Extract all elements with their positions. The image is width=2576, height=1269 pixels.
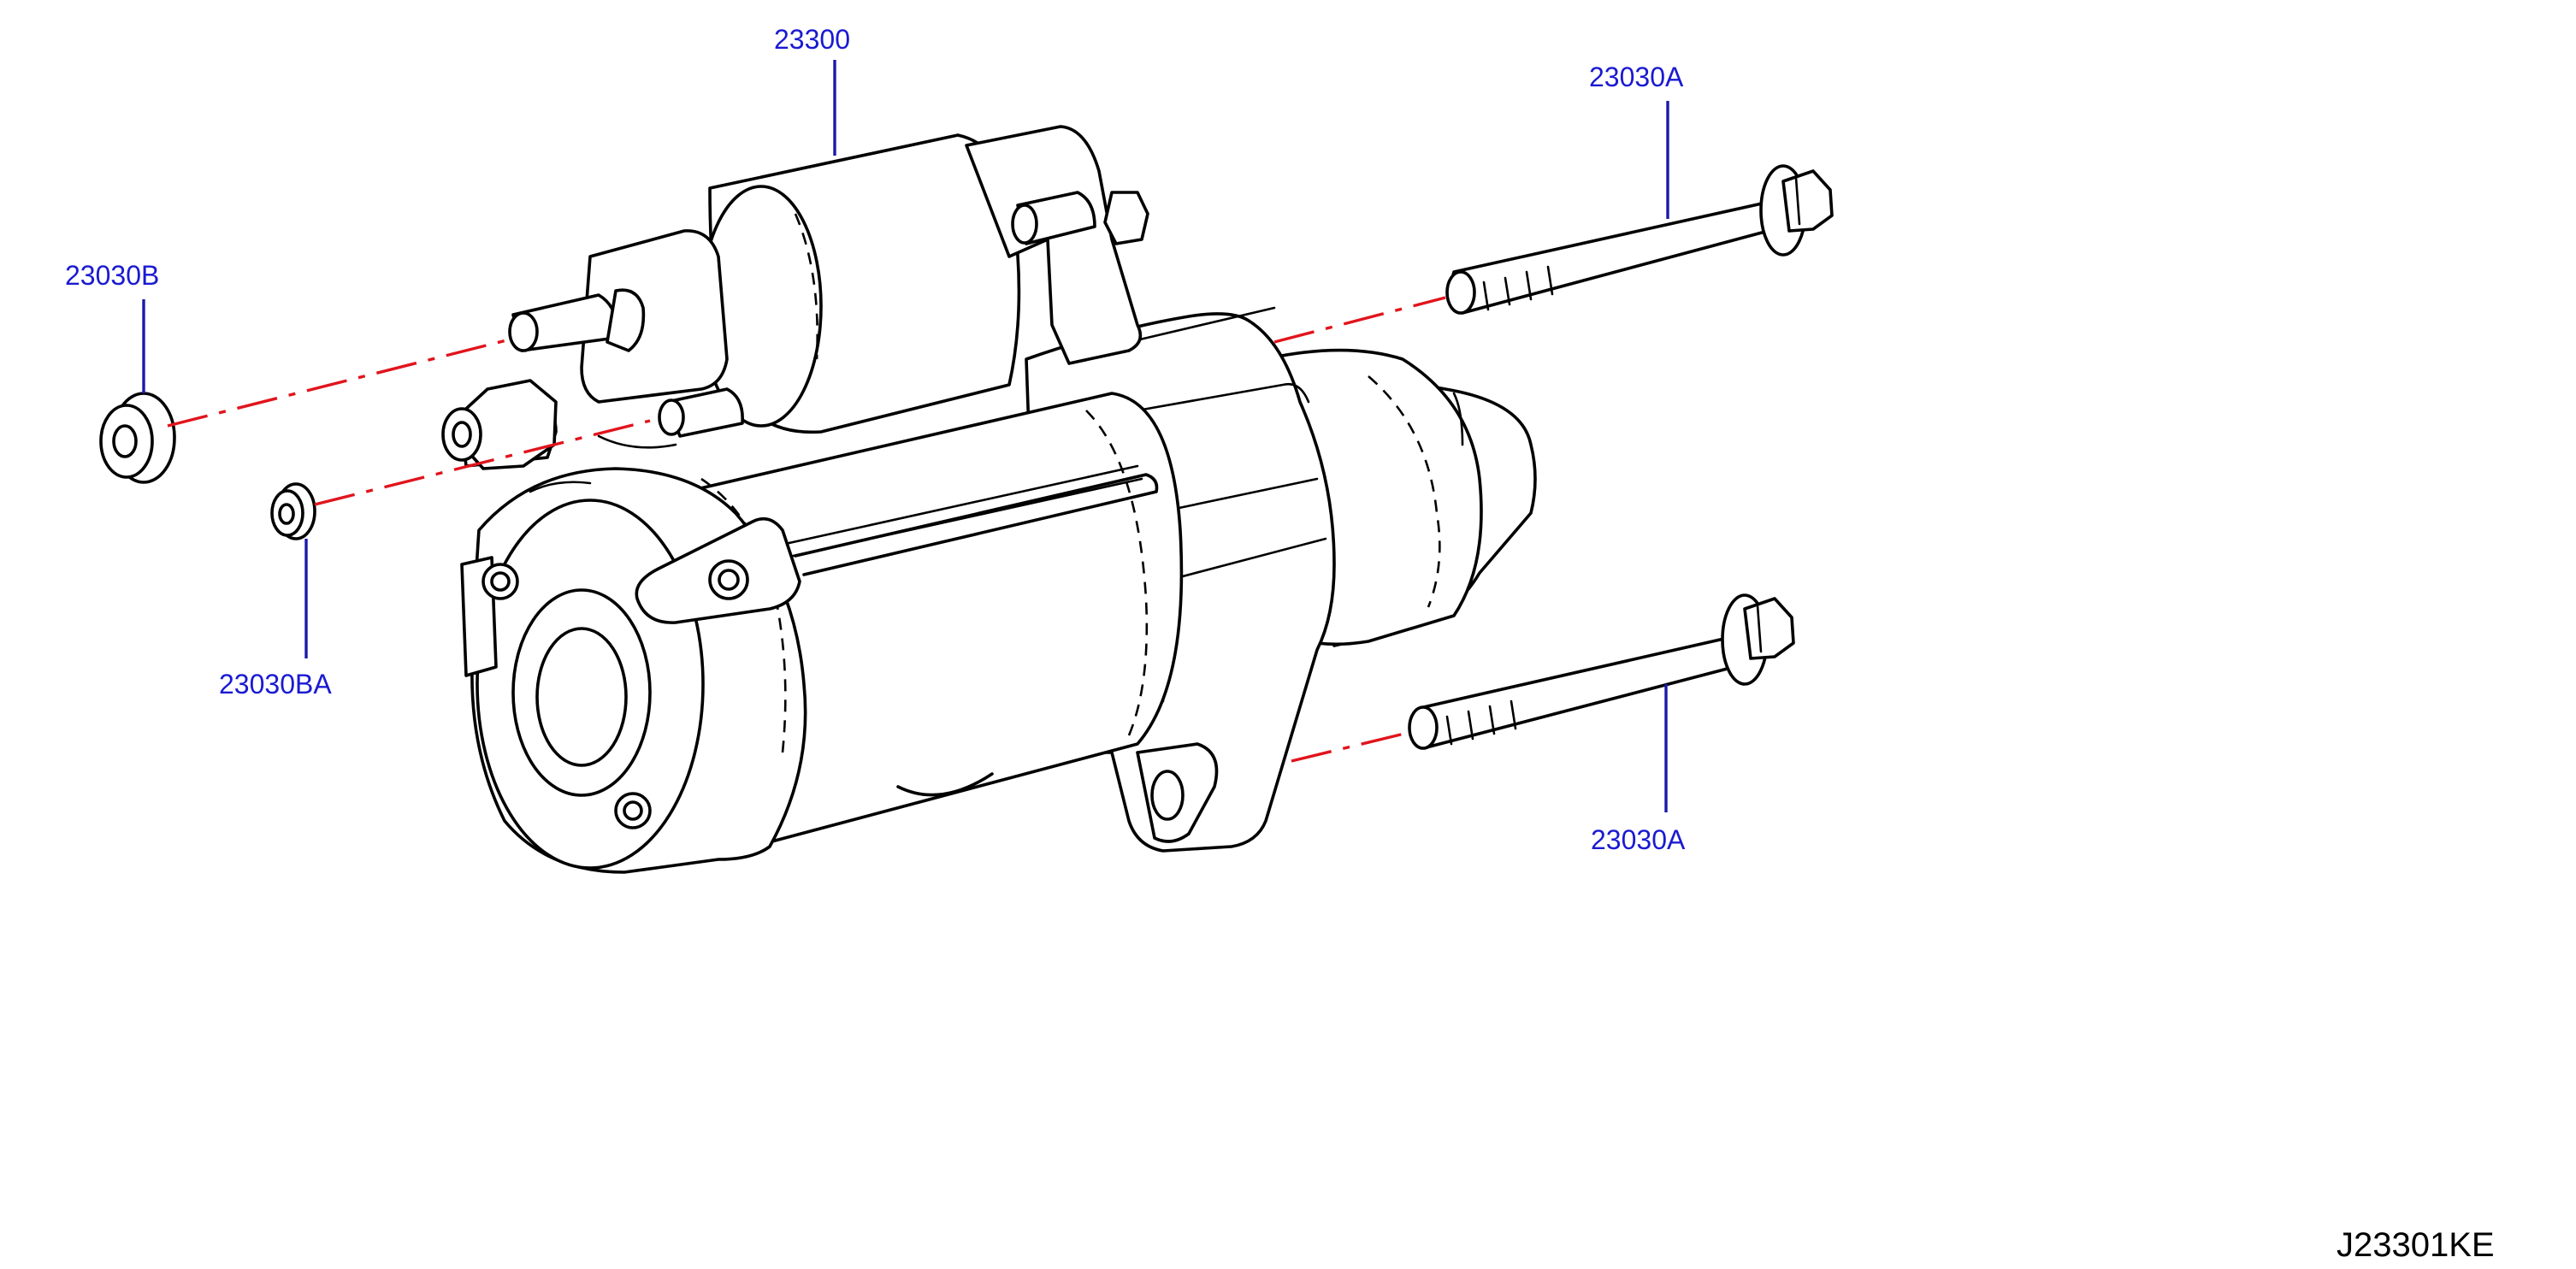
lower-mounting-bolt (1408, 593, 1795, 750)
callout-bolt-upper[interactable]: 23030A (1589, 62, 1684, 92)
callout-bolt-lower[interactable]: 23030A (1591, 824, 1686, 855)
center-line-upper-bolt (1273, 296, 1446, 344)
starter-motor-illustration (441, 125, 1537, 874)
callout-starter-motor[interactable]: 23300 (774, 24, 850, 55)
upper-bracket (965, 125, 1149, 365)
callout-leaders (142, 60, 1669, 812)
center-line-large-nut (167, 337, 514, 428)
end-cap (460, 467, 807, 874)
assembly-center-lines (167, 296, 1446, 763)
callout-nut-large[interactable]: 23030B (65, 260, 160, 291)
solenoid (441, 133, 1021, 493)
large-flange-nut (99, 392, 176, 484)
small-flange-nut (270, 482, 316, 540)
center-line-lower-bolt (1291, 730, 1412, 763)
callout-nut-small[interactable]: 23030BA (219, 669, 332, 699)
upper-mounting-bolt (1445, 164, 1834, 315)
center-line-small-nut (314, 419, 651, 506)
diagram-code: J23301KE (2337, 1226, 2495, 1264)
